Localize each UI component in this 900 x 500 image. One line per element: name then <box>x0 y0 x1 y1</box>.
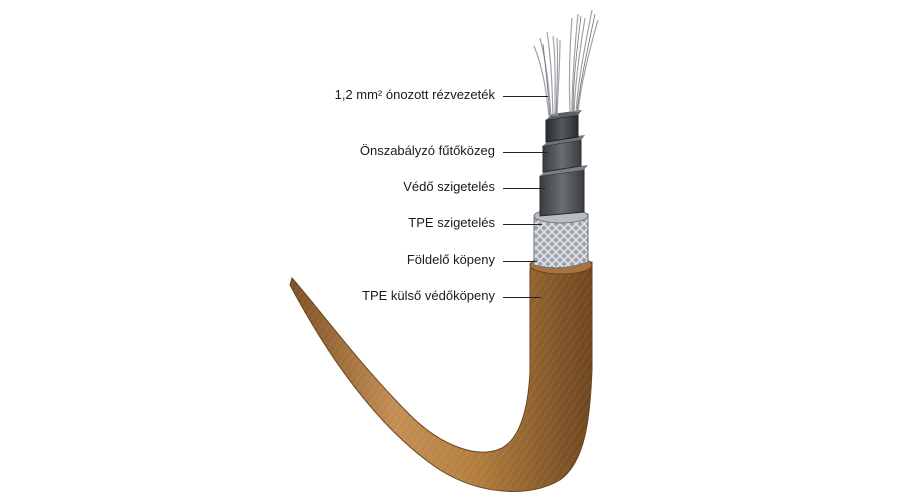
label-protective-insulation: Védő szigetelés <box>403 179 495 194</box>
label-outer-jacket: TPE külső védőköpeny <box>362 288 495 303</box>
label-heating-core: Önszabályzó fűtőközeg <box>359 143 495 158</box>
label-ground-braid: Földelő köpeny <box>406 252 495 267</box>
label-conductor: 1,2 mm² ónozott rézvezeték <box>334 87 495 102</box>
tpe-insulation-shape <box>539 165 588 217</box>
heating-core-shape <box>545 110 582 143</box>
leader-outer-jacket <box>503 297 541 298</box>
leader-heating-core <box>503 152 548 153</box>
leader-conductor <box>503 96 548 97</box>
leader-ground-braid <box>503 261 537 262</box>
leader-protective-insulation <box>503 188 545 189</box>
label-tpe-insulation: TPE szigetelés <box>408 215 495 230</box>
conductor-wires <box>533 9 599 117</box>
ground-braid-shape <box>533 208 589 269</box>
leader-tpe-insulation <box>503 224 542 225</box>
